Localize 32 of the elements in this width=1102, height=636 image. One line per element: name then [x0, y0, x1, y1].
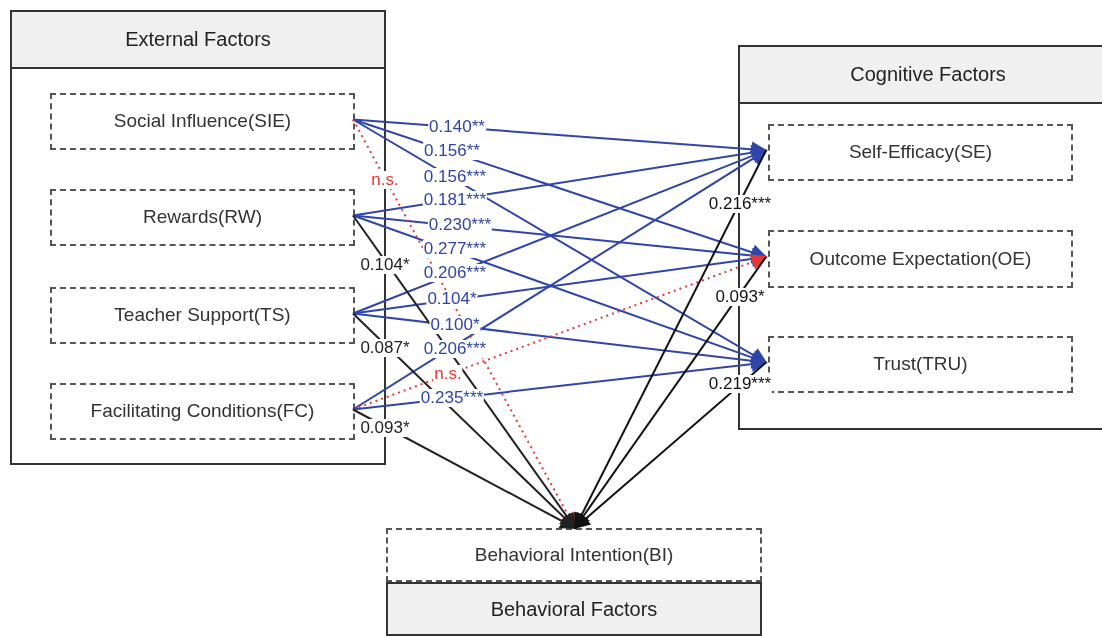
edge-label: 0.216***	[707, 195, 773, 213]
variable-box: Rewards(RW)	[50, 189, 355, 246]
edge-label: 0.104*	[359, 256, 411, 274]
edge-label: 0.235***	[419, 389, 485, 407]
edge-label: 0.230***	[427, 216, 493, 234]
edge-label: 0.219***	[707, 375, 773, 393]
edge-label: 0.100*	[429, 316, 481, 334]
edge-label: 0.104*	[426, 290, 478, 308]
variable-box: Social Influence(SIE)	[50, 93, 355, 150]
edge-label: n.s.	[433, 365, 463, 383]
arrow	[573, 361, 767, 530]
edge-label: 0.156**	[423, 142, 481, 160]
variable-box: Teacher Support(TS)	[50, 287, 355, 344]
edge-label: 0.181***	[422, 191, 488, 209]
edge-label: 0.206***	[422, 264, 488, 282]
group-title: External Factors	[125, 27, 271, 52]
group-heading: Behavioral Factors	[386, 582, 762, 636]
arrow	[574, 256, 767, 530]
edge-label: 0.093*	[359, 419, 411, 437]
edge-label: 0.206***	[422, 340, 488, 358]
arrow	[352, 118, 768, 261]
group-title: Cognitive Factors	[850, 62, 1006, 87]
edge-label: 0.277***	[422, 240, 488, 258]
arrow	[352, 149, 768, 411]
variable-box: Self-Efficacy(SE)	[768, 124, 1073, 181]
variable-box: Facilitating Conditions(FC)	[50, 383, 355, 440]
arrow	[352, 118, 768, 364]
edge-label: 0.093*	[714, 288, 766, 306]
edge-label: n.s.	[370, 171, 400, 189]
variable-box: Outcome Expectation(OE)	[768, 230, 1073, 288]
edge-label: 0.156***	[422, 168, 488, 186]
edge-label: 0.087*	[359, 339, 411, 357]
